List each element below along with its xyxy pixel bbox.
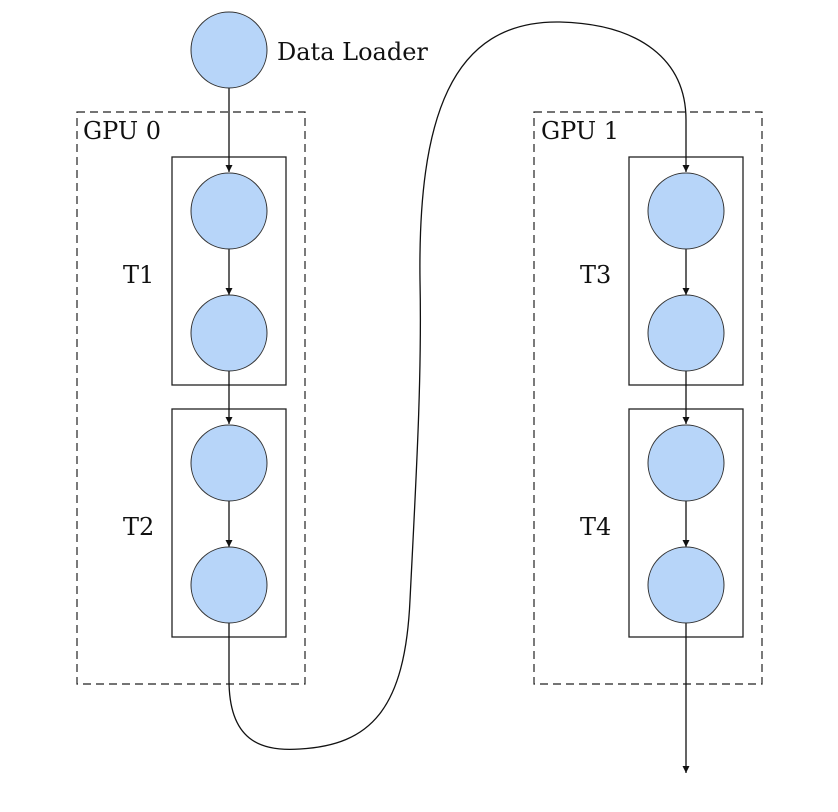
gpu0-label: GPU 0 [83, 117, 161, 145]
stage-t3-label: T3 [580, 261, 611, 289]
gpu0-container [76, 111, 306, 685]
t4-node-2 [647, 546, 725, 624]
gpu1-container [533, 111, 763, 685]
gpu1-label: GPU 1 [541, 117, 619, 145]
t2-node-2 [190, 546, 268, 624]
t3-node-2 [647, 294, 725, 372]
t1-node-2 [190, 294, 268, 372]
t3-node-1 [647, 172, 725, 250]
t4-node-1 [647, 424, 725, 502]
stage-t2-label: T2 [123, 513, 154, 541]
data-loader-label: Data Loader [277, 38, 428, 66]
stage-t1-label: T1 [123, 261, 154, 289]
data-loader-node [190, 11, 268, 89]
t2-node-1 [190, 424, 268, 502]
t1-node-1 [190, 172, 268, 250]
edge-gpu0-to-gpu1 [228, 21, 690, 751]
stage-t4-label: T4 [580, 513, 611, 541]
